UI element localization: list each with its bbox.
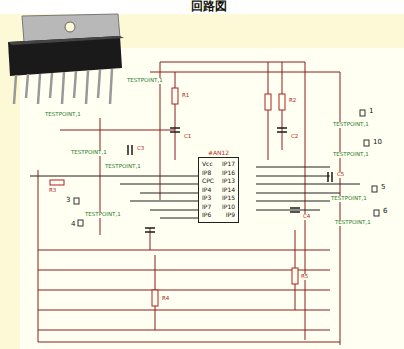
part-name: R2	[288, 98, 297, 104]
pin-name: Vcc	[202, 160, 214, 169]
pin-column: VccIP8CPCIP4IP3IP7IP6	[202, 160, 214, 220]
pin-name: IP13	[222, 177, 235, 186]
chip-name: #AN12	[198, 150, 239, 157]
callout-number: 1	[368, 108, 374, 115]
pin-name: IP9	[222, 211, 235, 220]
testpoint-label: TESTPOINT,1	[126, 78, 164, 84]
ic-chip: #AN12VccIP8CPCIP4IP3IP7IP6IP17IP16IP13IP…	[198, 150, 239, 223]
pin-name: CPC	[202, 177, 214, 186]
pin-name: IP17	[222, 160, 235, 169]
capacitor-symbols	[128, 128, 332, 232]
ic-photo	[8, 14, 124, 104]
part-name: R3	[48, 188, 57, 194]
testpoint-label: TESTPOINT,1	[334, 220, 372, 226]
pin-wires	[30, 167, 360, 218]
testpoint-label: TESTPOINT,1	[332, 122, 370, 128]
testpoint-symbols	[74, 110, 379, 226]
testpoint-label: TESTPOINT,1	[330, 196, 368, 202]
pin-name: IP7	[202, 203, 214, 212]
part-name: R1	[181, 93, 190, 99]
title-text: 回路図	[190, 0, 228, 12]
callout-number: 5	[380, 184, 386, 191]
part-name: C2	[290, 134, 299, 140]
wires	[38, 62, 340, 345]
pin-name: IP6	[202, 211, 214, 220]
callout-number: 4	[70, 221, 76, 228]
testpoint-label: TESTPOINT,1	[70, 150, 108, 156]
part-name: C3	[136, 146, 145, 152]
callout-number: 10	[372, 139, 383, 146]
part-name: C1	[183, 134, 192, 140]
pin-name: IP16	[222, 169, 235, 178]
testpoint-label: TESTPOINT,1	[104, 164, 142, 170]
pin-name: IP8	[202, 169, 214, 178]
part-name: R5	[300, 274, 309, 280]
part-name: C5	[336, 172, 345, 178]
pin-name: IP10	[222, 203, 235, 212]
pin-name: IP4	[202, 186, 214, 195]
callout-number: 6	[382, 208, 388, 215]
testpoint-label: TESTPOINT,1	[84, 212, 122, 218]
pin-name: IP15	[222, 194, 235, 203]
part-name: R4	[161, 296, 170, 302]
pin-name: IP3	[202, 194, 214, 203]
resistor-symbols	[50, 88, 298, 306]
pin-name: IP14	[222, 186, 235, 195]
callout-number: 3	[65, 197, 71, 204]
chip-body: VccIP8CPCIP4IP3IP7IP6IP17IP16IP13IP14IP1…	[198, 157, 239, 223]
pin-column: IP17IP16IP13IP14IP15IP10IP9	[222, 160, 235, 220]
part-name: C4	[302, 214, 311, 220]
testpoint-label: TESTPOINT,1	[332, 152, 370, 158]
testpoint-label: TESTPOINT,1	[44, 112, 82, 118]
